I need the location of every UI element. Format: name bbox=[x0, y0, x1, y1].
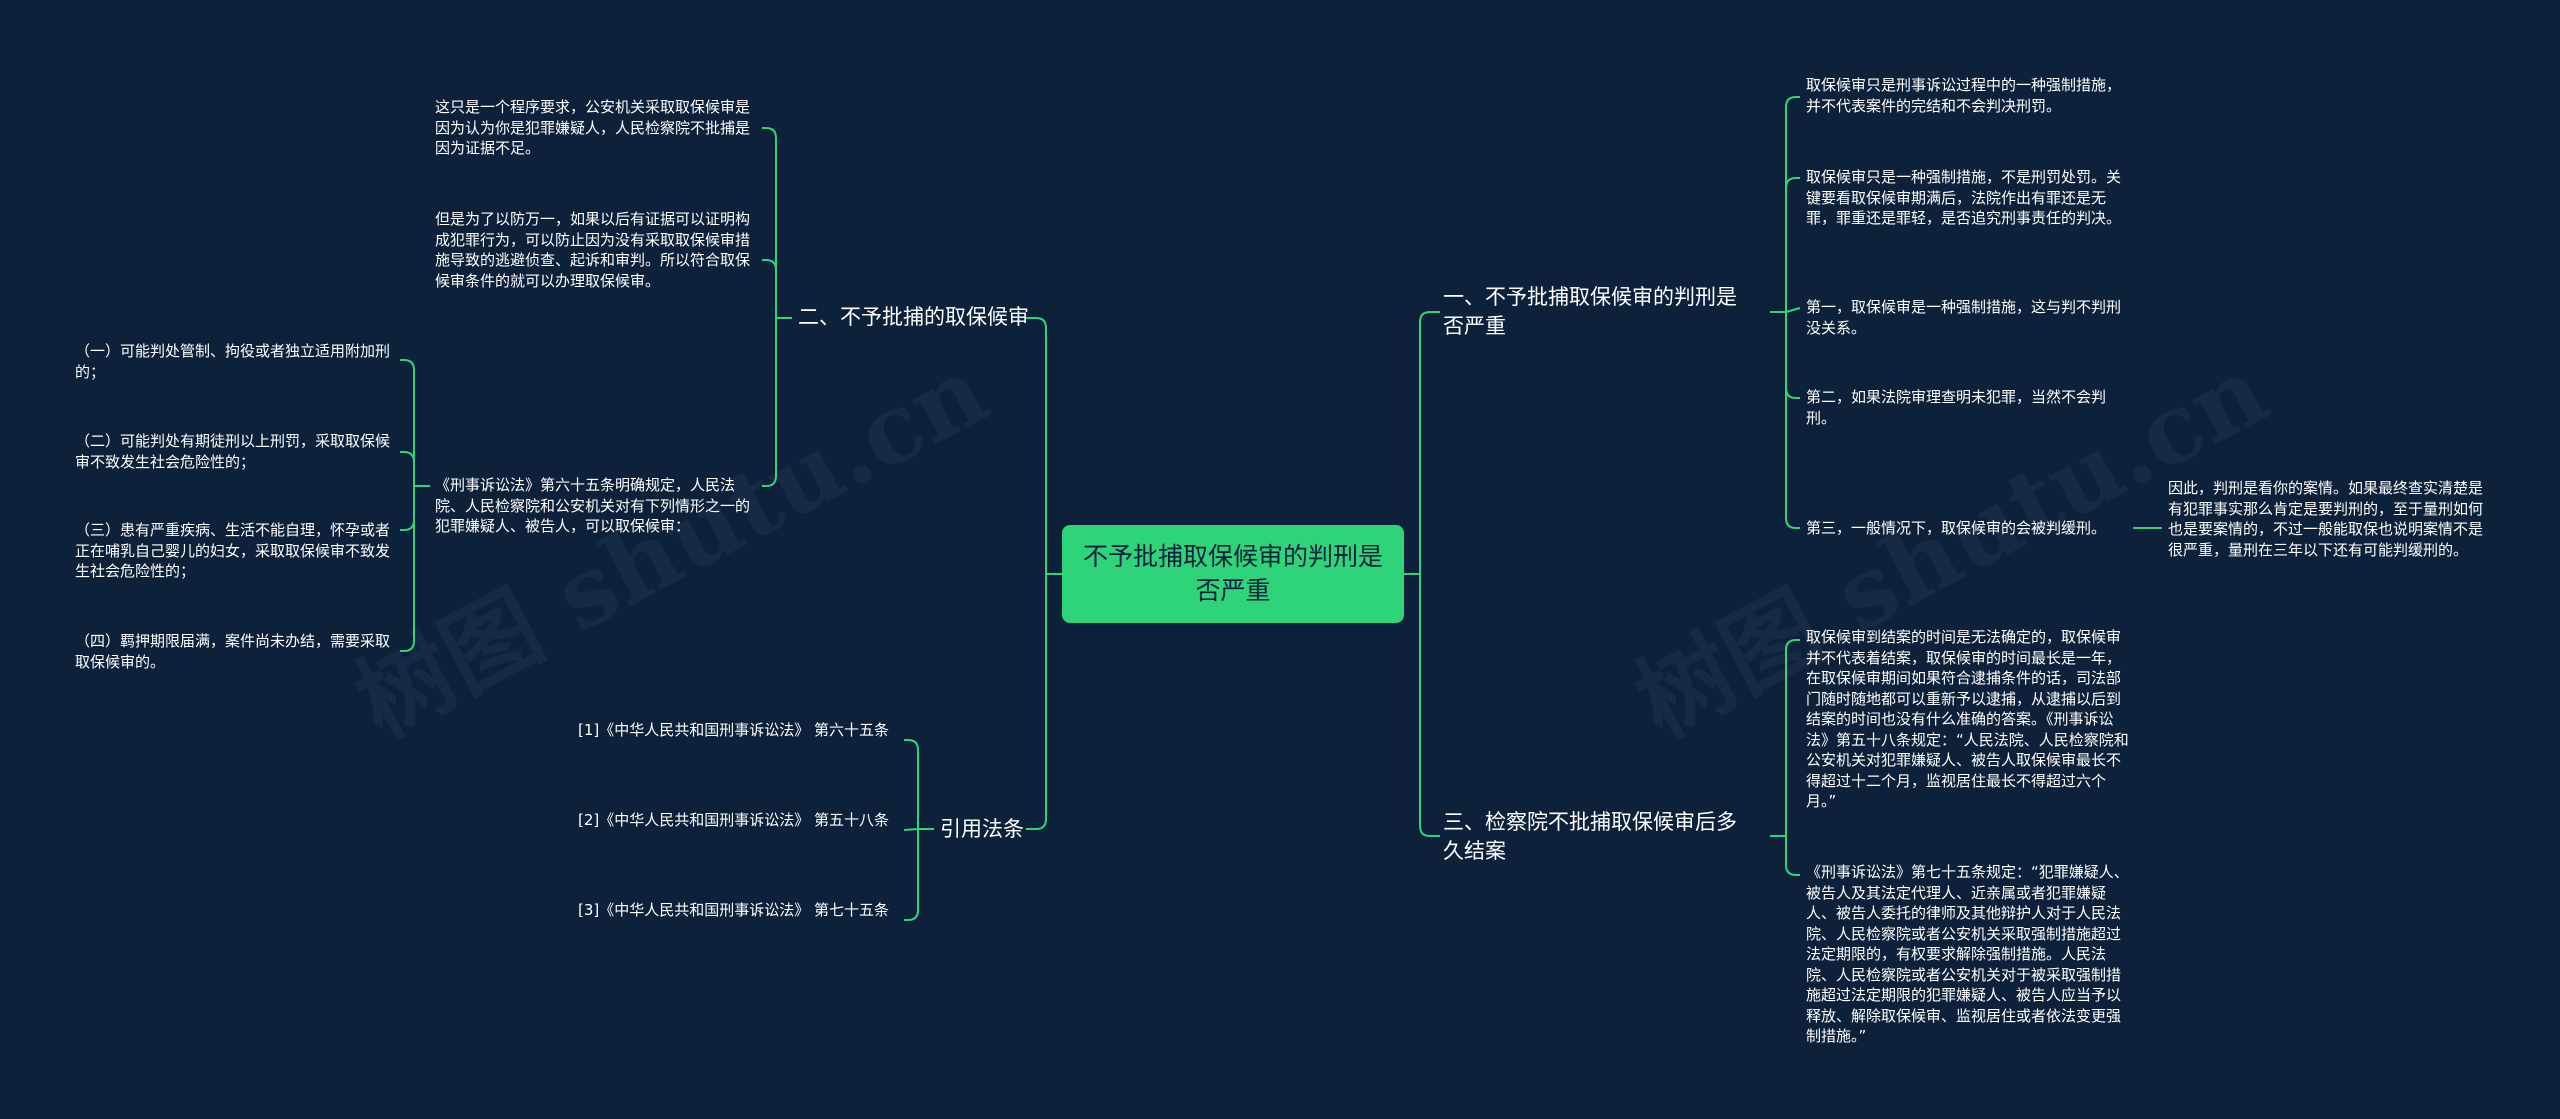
b4-line-2 bbox=[903, 828, 919, 831]
leaf-b2-3[interactable]: 《刑事诉讼法》第六十五条明确规定，人民法院、人民检察院和公安机关对有下列情形之一… bbox=[435, 476, 751, 535]
leaf-b2-3-case-3[interactable]: （三）患有严重疾病、生活不能自理，怀孕或者正在哺乳自己婴儿的妇女，采取取保候审不… bbox=[75, 521, 391, 580]
branch-case-closure-time[interactable]: 三、检察院不批捕取保候审后多久结案 bbox=[1443, 810, 1737, 863]
b2-line-3 bbox=[762, 318, 777, 487]
b2-line-1 bbox=[762, 127, 777, 318]
leaf-b2-3-case-2[interactable]: （二）可能判处有期徒刑以上刑罚，采取取保候审不致发生社会危险性的； bbox=[75, 432, 391, 471]
root-left-line-2 bbox=[1026, 574, 1047, 830]
leaf-b1-5[interactable]: 第三，一般情况下，取保候审的会被判缓刑。 bbox=[1806, 519, 2107, 537]
b1-line-5 bbox=[1785, 312, 1800, 529]
branch-bail-without-arrest[interactable]: 二、不予批捕的取保候审 bbox=[798, 305, 1029, 329]
b1-line-2 bbox=[1785, 177, 1800, 312]
leaf-b2-1[interactable]: 这只是一个程序要求，公安机关采取取保候审是因为认为你是犯罪嫌疑人，人民检察院不批… bbox=[435, 98, 751, 157]
b2-sub-line-3 bbox=[400, 486, 415, 531]
b2-line-2 bbox=[762, 259, 777, 318]
branch-cited-statutes[interactable]: 引用法条 bbox=[940, 817, 1024, 841]
root-right-line-1 bbox=[1419, 311, 1440, 574]
b3-line-2 bbox=[1785, 836, 1800, 876]
b2-sub-line-1 bbox=[400, 359, 415, 486]
b4-line-1 bbox=[904, 739, 919, 829]
leaf-b2-2[interactable]: 但是为了以防万一，如果以后有证据可以证明构成犯罪行为，可以防止因为没有采取取保候… bbox=[435, 210, 751, 290]
leaf-citation-1[interactable]: [1]《中华人民共和国刑事诉讼法》 第六十五条 bbox=[578, 721, 890, 739]
leaf-b2-3-case-4[interactable]: （四）羁押期限届满，案件尚未办结，需要采取取保候审的。 bbox=[75, 632, 391, 671]
leaf-b1-3[interactable]: 第一，取保候审是一种强制措施，这与判不判刑没关系。 bbox=[1806, 298, 2122, 337]
leaf-b1-4[interactable]: 第二，如果法院审理查明未犯罪，当然不会判刑。 bbox=[1806, 388, 2107, 427]
leaf-b3-1[interactable]: 取保候审到结案的时间是无法确定的，取保候审并不代表着结案，取保候审的时间最长是一… bbox=[1806, 628, 2129, 810]
branch-sentence-severity[interactable]: 一、不予批捕取保候审的判刑是否严重 bbox=[1443, 285, 1737, 338]
root-topic[interactable]: 不予批捕取保候审的判刑是否严重 bbox=[1062, 525, 1404, 623]
leaf-b3-2[interactable]: 《刑事诉讼法》第七十五条规定：“犯罪嫌疑人、被告人及其法定代理人、近亲属或者犯罪… bbox=[1806, 863, 2129, 1045]
root-right-line-2 bbox=[1419, 574, 1440, 837]
leaf-citation-2[interactable]: [2]《中华人民共和国刑事诉讼法》 第五十八条 bbox=[578, 811, 890, 829]
leaf-citation-3[interactable]: [3]《中华人民共和国刑事诉讼法》 第七十五条 bbox=[578, 901, 890, 919]
leaf-b2-3-case-1[interactable]: （一）可能判处管制、拘役或者独立适用附加刑的； bbox=[75, 342, 391, 381]
b2-sub-line-4 bbox=[400, 486, 415, 652]
leaf-b1-1[interactable]: 取保候审只是刑事诉讼过程中的一种强制措施，并不代表案件的完结和不会判决刑罚。 bbox=[1806, 76, 2122, 115]
b2-sub-line-2 bbox=[400, 451, 415, 486]
b1-line-1 bbox=[1785, 96, 1800, 312]
leaf-b1-2[interactable]: 取保候审只是一种强制措施，不是刑罚处罚。关键要看取保候审期满后，法院作出有罪还是… bbox=[1806, 168, 2122, 227]
b1-line-3 bbox=[1785, 307, 1801, 313]
b3-line-1 bbox=[1785, 639, 1800, 836]
b1-line-4 bbox=[1785, 312, 1800, 399]
leaf-b1-5-conclusion[interactable]: 因此，判刑是看你的案情。如果最终查实清楚是有犯罪事实那么肯定是要判刑的，至于量刑… bbox=[2168, 479, 2484, 559]
b4-line-3 bbox=[904, 829, 919, 921]
root-left-line-1 bbox=[1026, 317, 1047, 574]
